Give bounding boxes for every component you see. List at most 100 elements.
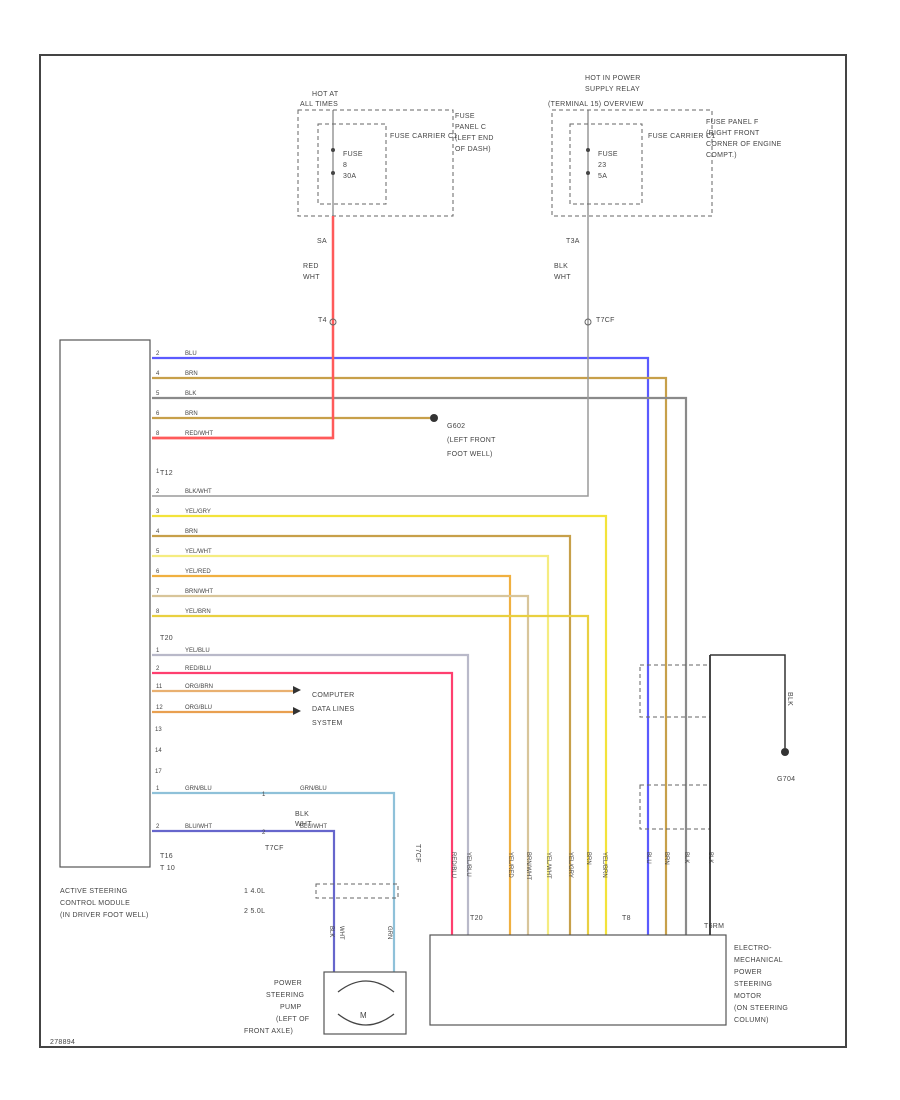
pump-splice-pin-a: 1 bbox=[262, 792, 266, 798]
wire-pump-pin-1: 2 bbox=[156, 824, 160, 830]
fuse-left-panel-line1: FUSE bbox=[455, 113, 475, 120]
motor-wire-label-6: BRN bbox=[585, 852, 591, 865]
pump-line1: POWER bbox=[274, 980, 302, 987]
wire-pump-pin-0: 1 bbox=[156, 786, 160, 792]
wire-mid-pin-1: 2 bbox=[156, 489, 160, 495]
wire-top-pin-3: 6 bbox=[156, 411, 160, 417]
module-title-line1: ACTIVE STEERING bbox=[60, 888, 128, 895]
can-bus-arrow-icon-2 bbox=[293, 707, 301, 715]
wire-top-label-3: BRN bbox=[185, 411, 198, 417]
motor-line6: (ON STEERING bbox=[734, 1005, 788, 1012]
wire-mid-label-5: YEL/RED bbox=[185, 569, 211, 575]
motor-splice-dashed-lower bbox=[639, 784, 711, 830]
module-legend-line2: 2 5.0L bbox=[244, 908, 265, 915]
ground-g704-wire bbox=[710, 654, 786, 748]
motor-wire-label-9: BRN bbox=[663, 852, 669, 865]
fuse-right-fuse-label: FUSE bbox=[598, 151, 618, 158]
fuse-right-fuse-number: 23 bbox=[598, 162, 606, 169]
fuse-left-panel-line4: OF DASH) bbox=[455, 146, 491, 153]
motor-wire-label-7: YEL/BRN bbox=[601, 852, 607, 878]
wire-mid-pin-5: 6 bbox=[156, 569, 160, 575]
wire-low-1 bbox=[152, 671, 454, 935]
fuse-right-hot-line3: (TERMINAL 15) OVERVIEW bbox=[548, 101, 644, 108]
module-legend-line1: 1 4.0L bbox=[244, 888, 265, 895]
ground-g704-id: G704 bbox=[777, 776, 795, 783]
wire-mid-label-2: YEL/GRY bbox=[185, 509, 211, 515]
fuse-right-feed-wire bbox=[152, 216, 589, 497]
fuse-left-pin: SA bbox=[317, 238, 327, 245]
wire-mid-4 bbox=[152, 554, 550, 935]
motor-line1: ELECTRO- bbox=[734, 945, 772, 952]
fuse-left-connector: T4 bbox=[318, 317, 327, 324]
fuse-left-panel-line2: PANEL C bbox=[455, 124, 486, 131]
steering-motor-box bbox=[429, 934, 727, 1026]
pump-symbol: M bbox=[360, 1011, 367, 1020]
fuse-right-node-top bbox=[586, 148, 590, 152]
motor-connector-t6rm: T6RM bbox=[704, 923, 724, 930]
pump-connector-dashed bbox=[315, 883, 399, 899]
wire-top-pin-2: 5 bbox=[156, 391, 160, 397]
ground-g602-id: G602 bbox=[447, 423, 465, 430]
fuse-left-outer-box bbox=[297, 109, 454, 217]
wire-pump-1 bbox=[152, 829, 336, 972]
fuse-right-connector: T7CF bbox=[596, 317, 615, 324]
wire-low-pin-2: 11 bbox=[156, 684, 163, 690]
fuse-right-panel-line4: COMPT.) bbox=[706, 152, 737, 159]
wire-mid-6 bbox=[152, 594, 530, 935]
pump-connector-label2: WHT bbox=[338, 926, 344, 940]
wire-low-label-3: ORG/BLU bbox=[185, 705, 212, 711]
wire-top-pin-0: 2 bbox=[156, 351, 160, 357]
fuse-left-wire-color: RED bbox=[303, 263, 319, 270]
fuse-left-fuse-number: 8 bbox=[343, 162, 347, 169]
wire-mid-3 bbox=[152, 534, 572, 935]
fuse-left-carrier-box bbox=[317, 123, 387, 205]
ground-g602-icon bbox=[430, 414, 438, 422]
fuse-left-hot-line1: HOT AT bbox=[312, 91, 339, 98]
wire-pump-0 bbox=[152, 791, 396, 972]
wire-mid-pin-7: 8 bbox=[156, 609, 160, 615]
wire-pump-label-b-0: GRN/BLU bbox=[300, 786, 327, 792]
motor-line5: MOTOR bbox=[734, 993, 761, 1000]
wire-mid-label-1: BLK/WHT bbox=[185, 489, 212, 495]
fuse-left-hot-line2: ALL TIMES bbox=[300, 101, 338, 108]
pump-line2: STEERING bbox=[266, 992, 304, 999]
wire-mid-7 bbox=[152, 614, 590, 935]
fuse-right-panel-line3: CORNER OF ENGINE bbox=[706, 141, 782, 148]
wire-mid-label-7: YEL/BRN bbox=[185, 609, 211, 615]
wire-mid-pin-6: 7 bbox=[156, 589, 160, 595]
wire-pump-label-1: BLU/WHT bbox=[185, 824, 212, 830]
wire-mid-pin-0: 1 bbox=[156, 469, 160, 475]
wire-mid-5 bbox=[152, 574, 512, 935]
fuse-right-wire-color: BLK bbox=[554, 263, 568, 270]
motor-line4: STEERING bbox=[734, 981, 772, 988]
fuse-right-pin: T3A bbox=[566, 238, 580, 245]
pump-line3: PUMP bbox=[280, 1004, 301, 1011]
wire-mid-label-3: BRN bbox=[185, 529, 198, 535]
wire-mid-label-4: YEL/WHT bbox=[185, 549, 212, 555]
wire-mid-pin-2: 3 bbox=[156, 509, 160, 515]
can-bus-line1: COMPUTER bbox=[312, 692, 354, 699]
ground-g704-icon bbox=[781, 748, 789, 756]
power-steering-pump-box bbox=[323, 971, 407, 1035]
motor-line2: MECHANICAL bbox=[734, 957, 783, 964]
module-title-line3: (IN DRIVER FOOT WELL) bbox=[60, 912, 149, 919]
pump-line4: (LEFT OF bbox=[276, 1016, 309, 1023]
wire-low-pin-1: 2 bbox=[156, 666, 160, 672]
wire-mid-pin-3: 4 bbox=[156, 529, 160, 535]
module-title-line2: CONTROL MODULE bbox=[60, 900, 130, 907]
wire-low-pin-0: 1 bbox=[156, 648, 160, 654]
wire-mid-2 bbox=[152, 514, 608, 935]
can-bus-line3: SYSTEM bbox=[312, 720, 343, 727]
fuse-right-panel-line1: FUSE PANEL F bbox=[706, 119, 759, 126]
motor-wire-label-2: YEL/RED bbox=[507, 852, 513, 878]
ground-g602-line1: (LEFT FRONT bbox=[447, 437, 496, 444]
can-bus-line2: DATA LINES bbox=[312, 706, 354, 713]
fuse-right-hot-line2: SUPPLY RELAY bbox=[585, 86, 640, 93]
fuse-right-block: HOT IN POWER SUPPLY RELAY (TERMINAL 15) … bbox=[548, 75, 782, 324]
fuse-right-fuse-amps: 5A bbox=[598, 173, 607, 180]
fuse-left-connector-symbol bbox=[329, 318, 337, 326]
footer-code: 278894 bbox=[50, 1039, 75, 1046]
